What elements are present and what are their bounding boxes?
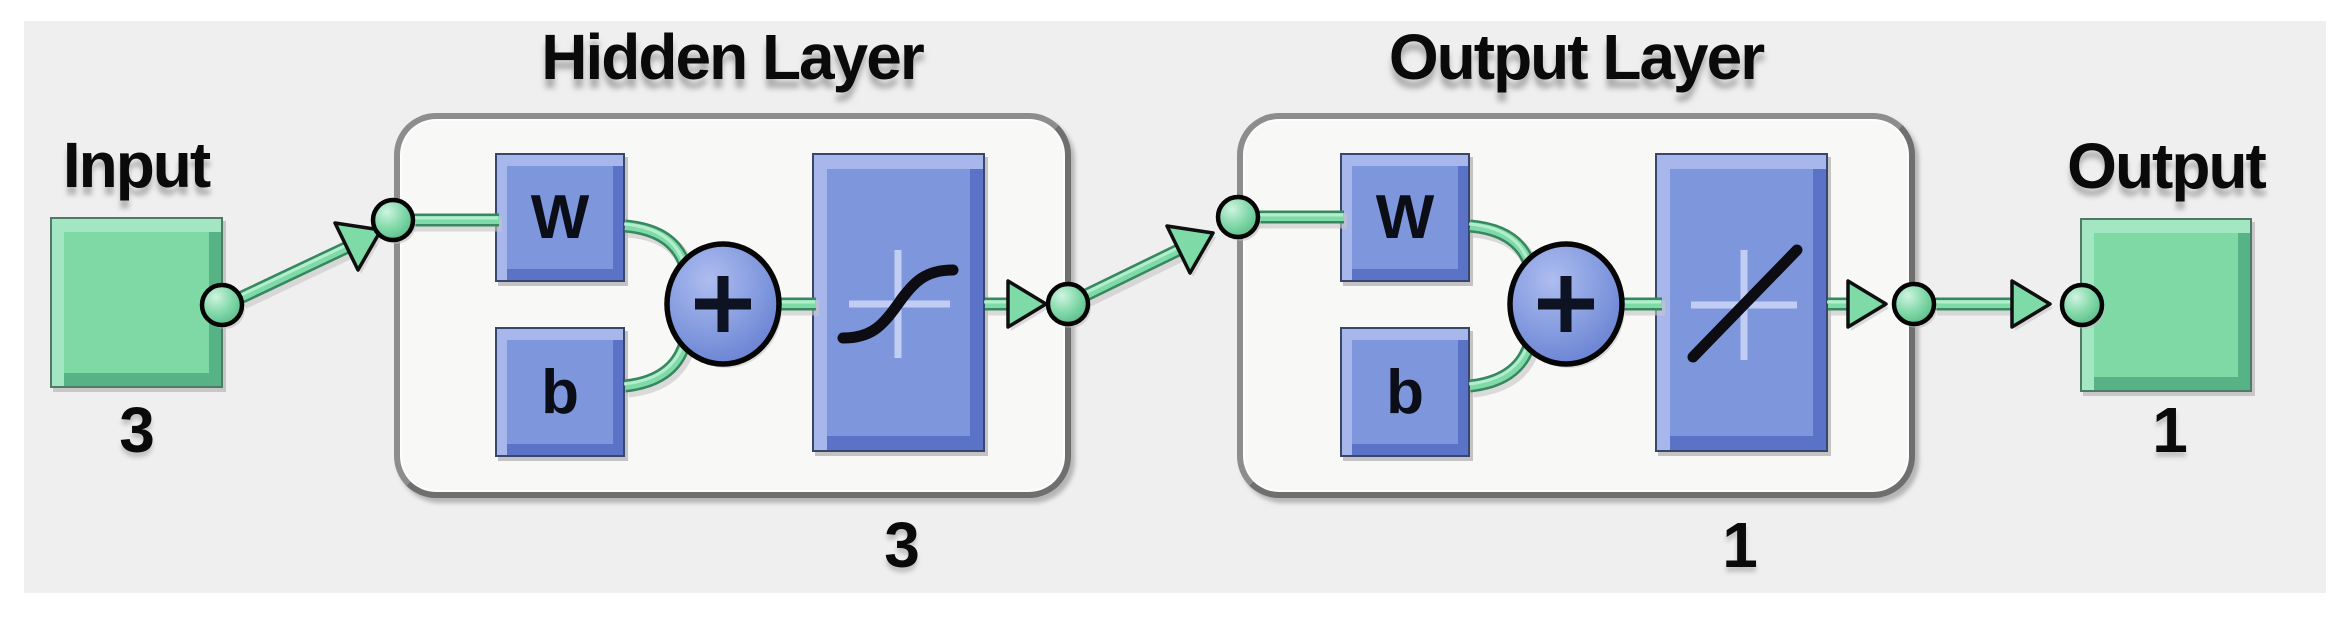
output-neuron-count: 1 xyxy=(1722,509,1758,581)
hidden-weight-block: W xyxy=(495,153,625,282)
output-weight-block: W xyxy=(1340,153,1470,282)
output-dimension: 1 xyxy=(2152,394,2188,466)
output-block xyxy=(2080,218,2252,392)
input-dimension: 3 xyxy=(119,394,155,466)
hidden-layer-title: Hidden Layer xyxy=(541,21,924,93)
output-bias-block: b xyxy=(1340,327,1470,457)
input-label: Input xyxy=(62,129,211,201)
hidden-bias-label: b xyxy=(541,357,579,427)
output-layer-title: Output Layer xyxy=(1388,21,1765,93)
diagram-panel xyxy=(24,21,2326,593)
hidden-neuron-count: 3 xyxy=(884,509,920,581)
input-block xyxy=(50,217,223,388)
output-weight-label: W xyxy=(1375,183,1435,252)
hidden-transfer-block xyxy=(812,153,985,452)
hidden-weight-label: W xyxy=(530,183,590,252)
output-transfer-block xyxy=(1655,153,1828,452)
hidden-bias-block: b xyxy=(495,327,625,457)
output-label: Output xyxy=(2067,130,2267,202)
output-bias-label: b xyxy=(1386,357,1424,427)
